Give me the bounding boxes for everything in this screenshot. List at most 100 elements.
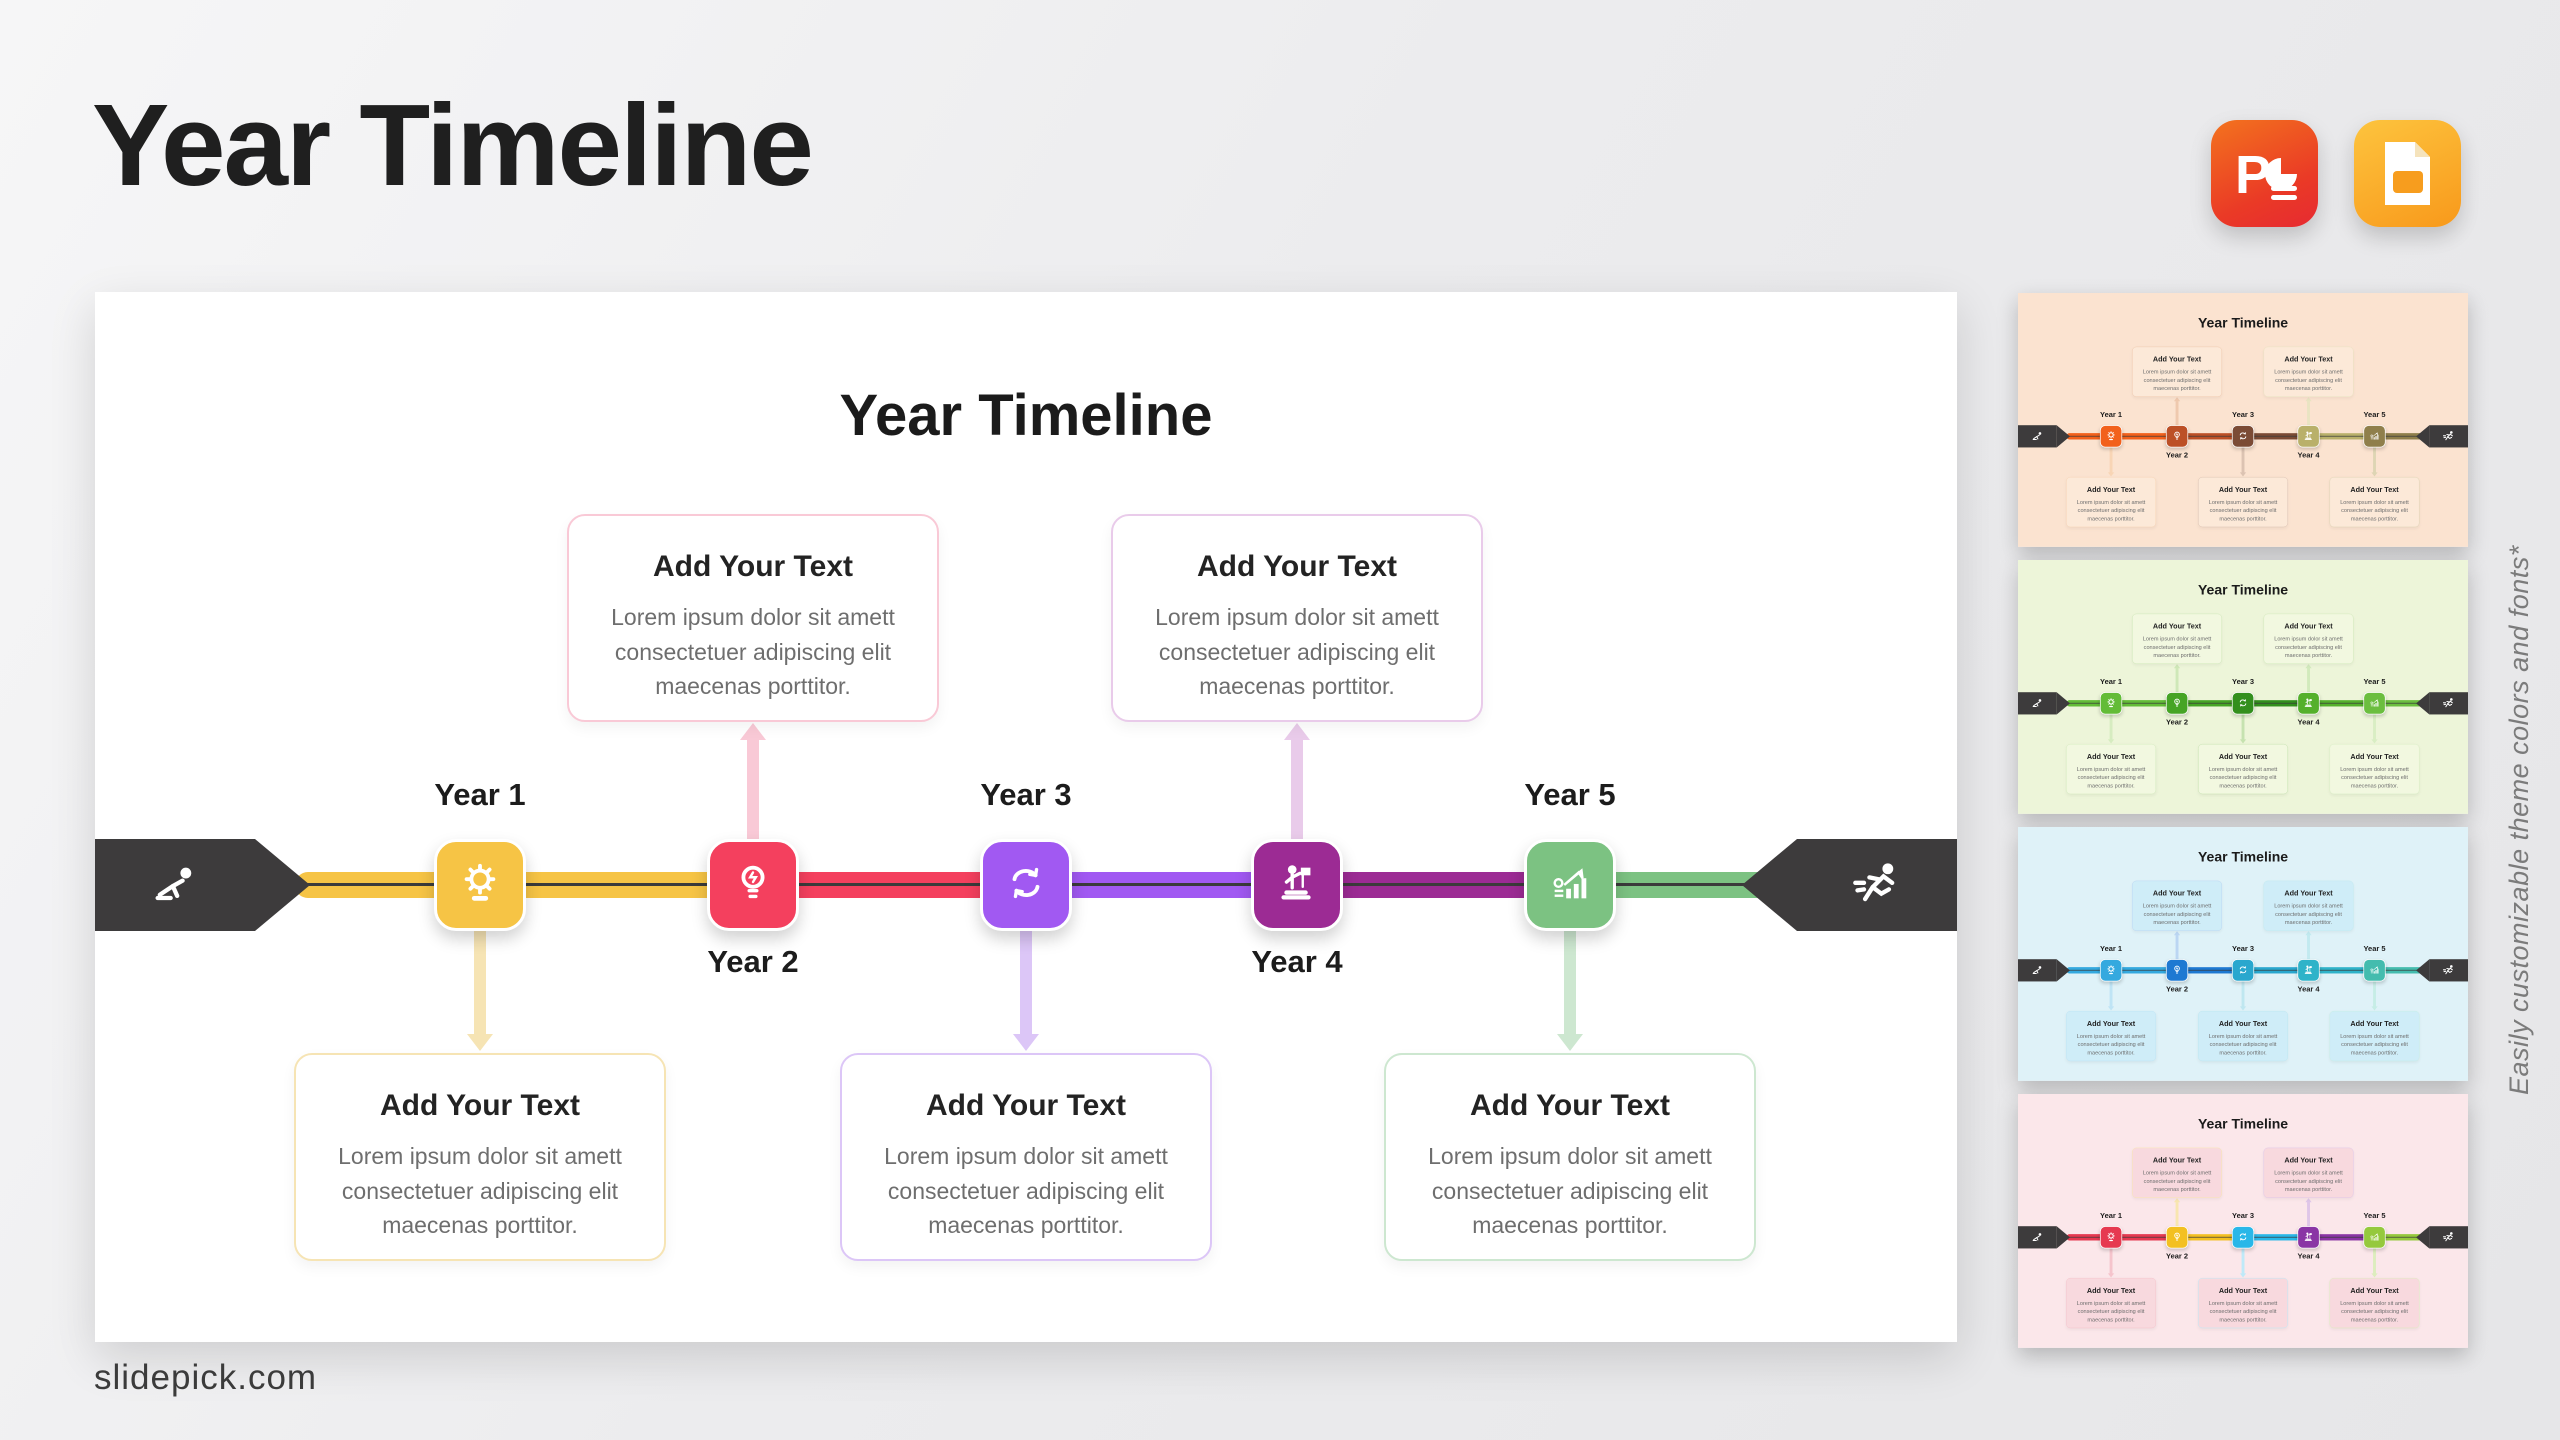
callout-heading: Add Your Text [2284, 355, 2333, 364]
callout-bottom-year1: Add Your Text Lorem ipsum dolor sit amet… [2066, 1010, 2157, 1062]
callout-body: Lorem ipsum dolor sit amett consectetuer… [2208, 765, 2278, 789]
callout-top-year4: Add Your Text Lorem ipsum dolor sit amet… [2263, 1147, 2354, 1198]
callout-body: Lorem ipsum dolor sit amett consectetuer… [2142, 1169, 2212, 1193]
callout-body: Lorem ipsum dolor sit amett consectetuer… [2340, 498, 2409, 522]
google-slides-icon[interactable] [2354, 120, 2461, 227]
thumbnail-theme-blue[interactable]: Year Timeline [2018, 827, 2468, 1081]
year5-label: Year 5 [2363, 1211, 2386, 1220]
callout-heading: Add Your Text [2218, 752, 2268, 761]
callout-bottom-year5: Add Your Text Lorem ipsum dolor sit amet… [1384, 1053, 1756, 1261]
callout-top-year4: Add Your Text Lorem ipsum dolor sit amet… [2263, 346, 2354, 397]
finish-banner [2416, 425, 2468, 448]
connector-arrow-year1 [2107, 714, 2115, 744]
year1-label: Year 1 [2100, 944, 2123, 953]
brand-url: slidepick.com [94, 1358, 318, 1397]
finish-banner [2416, 692, 2468, 715]
flag-person-icon [1274, 860, 1320, 911]
slide-title: Year Timeline [2197, 848, 2289, 865]
callout-bottom-year5: Add Your Text Lorem ipsum dolor sit amet… [2329, 1010, 2420, 1062]
callout-body: Lorem ipsum dolor sit amett consectetuer… [2274, 902, 2343, 926]
callout-body: Lorem ipsum dolor sit amett consectetuer… [2208, 498, 2278, 522]
callout-heading: Add Your Text [2218, 1019, 2268, 1028]
finish-banner [2416, 959, 2468, 982]
year5-label: Year 5 [2363, 410, 2386, 419]
timeline-slide: Year Timeline [2018, 1094, 2468, 1348]
timeline-slide: Year Timeline [2018, 293, 2468, 547]
page-title: Year Timeline [92, 80, 814, 210]
award-gear-icon [2105, 1231, 2116, 1243]
hands-exchange-icon-box [2231, 692, 2255, 715]
year5-label: Year 5 [2363, 677, 2386, 686]
growth-chart-icon [2369, 964, 2380, 976]
svg-text:P: P [2235, 145, 2271, 205]
slide-title: Year Timeline [2197, 314, 2289, 331]
callout-body: Lorem ipsum dolor sit amett consectetuer… [2340, 1032, 2409, 1056]
callout-heading: Add Your Text [2218, 1286, 2268, 1295]
callout-body: Lorem ipsum dolor sit amett consectetuer… [2208, 1032, 2278, 1056]
connector-arrow-year2 [740, 723, 766, 839]
callout-heading: Add Your Text [925, 1089, 1126, 1122]
connector-arrow-year2 [2173, 1198, 2181, 1227]
callout-heading: Add Your Text [652, 550, 853, 583]
callout-heading: Add Your Text [2086, 752, 2136, 761]
thumbnail-theme-green[interactable]: Year Timeline [2018, 560, 2468, 814]
hands-exchange-icon-box [2231, 959, 2255, 982]
year1-label: Year 1 [2100, 1211, 2123, 1220]
award-gear-icon [457, 860, 503, 911]
year1-marker [2099, 692, 2123, 715]
callout-bottom-year5: Add Your Text Lorem ipsum dolor sit amet… [2329, 476, 2420, 528]
connector-arrow-year4 [1284, 723, 1310, 839]
connector-arrow-year3 [2239, 1248, 2247, 1278]
callout-body: Lorem ipsum dolor sit amett consectetuer… [1155, 604, 1439, 699]
callout-heading: Add Your Text [2086, 1019, 2136, 1028]
callout-heading: Add Your Text [2284, 622, 2333, 631]
flag-person-icon-box [2297, 425, 2320, 448]
year1-label: Year 1 [434, 777, 526, 812]
callout-heading: Add Your Text [379, 1089, 580, 1122]
year2-label: Year 2 [2165, 984, 2189, 994]
callout-heading: Add Your Text [2152, 622, 2202, 631]
thumbnail-theme-pink[interactable]: Year Timeline [2018, 1094, 2468, 1348]
flag-person-icon [2303, 1231, 2314, 1243]
callout-body: Lorem ipsum dolor sit amett consectetuer… [338, 1143, 622, 1238]
thumbnail-theme-orange[interactable]: Year Timeline [2018, 293, 2468, 547]
growth-chart-icon-box [1524, 839, 1616, 931]
callout-body: Lorem ipsum dolor sit amett consectetuer… [2076, 498, 2146, 522]
flag-person-icon-box [2297, 1226, 2320, 1249]
start-banner [2018, 959, 2070, 982]
lightbulb-icon [730, 860, 776, 911]
callout-body: Lorem ipsum dolor sit amett consectetuer… [2076, 1032, 2146, 1056]
connector-arrow-year5 [2371, 714, 2378, 744]
callout-heading: Add Your Text [2284, 1156, 2333, 1165]
callout-bottom-year1: Add Your Text Lorem ipsum dolor sit amet… [294, 1053, 666, 1261]
flag-person-icon-box [1251, 839, 1343, 931]
connector-arrow-year3 [2239, 714, 2247, 744]
callout-top-year4: Add Your Text Lorem ipsum dolor sit amet… [2263, 880, 2354, 931]
callout-top-year2: Add Your Text Lorem ipsum dolor sit amet… [2132, 880, 2222, 931]
year2-label: Year 2 [2165, 717, 2189, 727]
connector-arrow-year1 [2107, 1248, 2115, 1278]
powerpoint-icon[interactable]: P [2211, 120, 2318, 227]
callout-top-year2: Add Your Text Lorem ipsum dolor sit amet… [2132, 1147, 2222, 1198]
callout-body: Lorem ipsum dolor sit amett consectetuer… [2340, 765, 2409, 789]
callout-heading: Add Your Text [2152, 355, 2202, 364]
callout-bottom-year1: Add Your Text Lorem ipsum dolor sit amet… [2066, 1277, 2157, 1329]
callout-body: Lorem ipsum dolor sit amett consectetuer… [2274, 368, 2343, 392]
year1-marker [2099, 1226, 2123, 1249]
slide-title: Year Timeline [839, 383, 1213, 448]
year4-label: Year 4 [1251, 944, 1343, 979]
callout-heading: Add Your Text [2086, 1286, 2136, 1295]
callout-heading: Add Your Text [2152, 889, 2202, 898]
connector-arrow-year1 [2107, 981, 2115, 1011]
callout-heading: Add Your Text [2086, 485, 2136, 494]
lightbulb-icon [2171, 697, 2182, 709]
callout-top-year2: Add Your Text Lorem ipsum dolor sit amet… [2132, 346, 2222, 397]
year4-label: Year 4 [2297, 984, 2320, 994]
callout-bottom-year3: Add Your Text Lorem ipsum dolor sit amet… [2198, 743, 2288, 795]
flag-person-icon [2303, 964, 2314, 976]
hands-exchange-icon [2237, 1231, 2248, 1243]
connector-arrow-year5 [1557, 931, 1583, 1051]
callout-top-year4: Add Your Text Lorem ipsum dolor sit amet… [1111, 514, 1483, 722]
year2-label: Year 2 [2165, 450, 2189, 460]
connector-arrow-year3 [2239, 981, 2247, 1011]
